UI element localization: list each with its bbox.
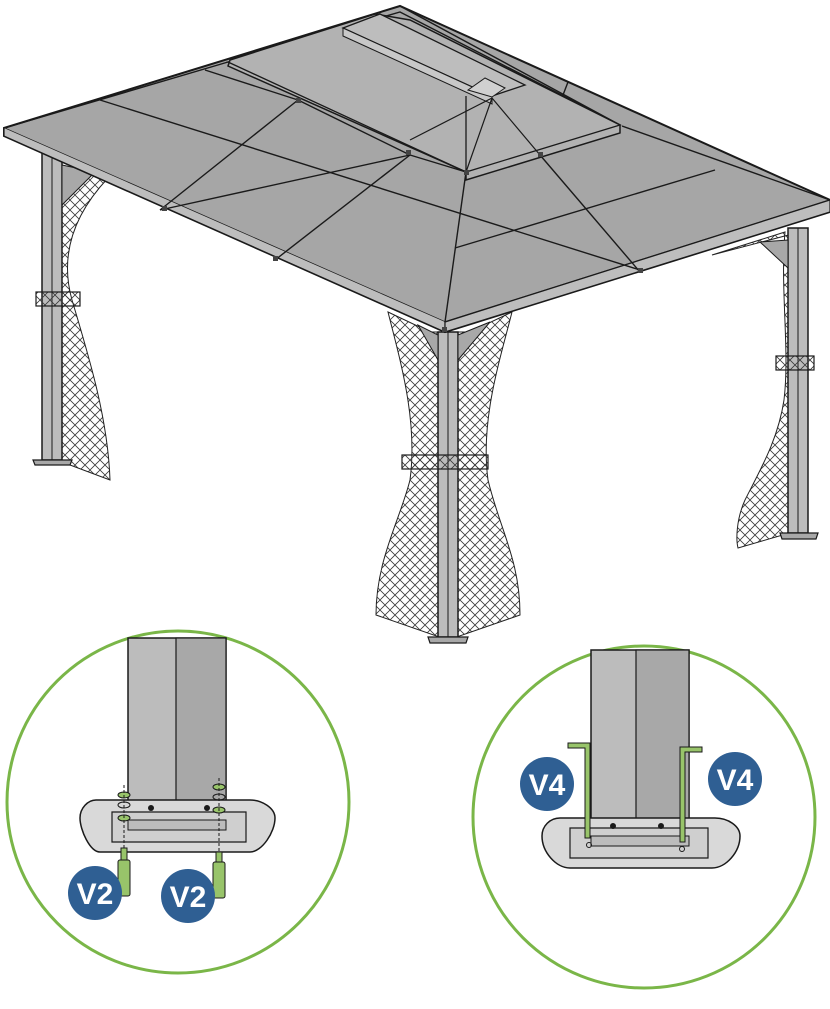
post-front-center (427, 331, 469, 644)
roof-connectors (162, 98, 643, 332)
netting-left (54, 164, 111, 481)
curtain-ties (35, 291, 815, 470)
callout-badge-v4-left: V4 (520, 757, 574, 811)
callout-badge-v2-left: V2 (68, 866, 122, 920)
bracket-right (758, 239, 789, 270)
callout-badge-v2-right: V2 (161, 869, 215, 923)
netting-right (711, 231, 801, 549)
gazebo-roof (3, 4, 830, 334)
bracket-front (416, 321, 491, 362)
callout-label: V2 (170, 881, 207, 914)
detail-right-post (590, 649, 690, 846)
callout-label: V2 (77, 878, 114, 911)
callout-badge-v4-right: V4 (708, 752, 762, 806)
detail-left-anchor-bolts: V2 V2 (5, 629, 351, 975)
roof-vent (227, 13, 621, 182)
allen-key-icon (679, 746, 703, 843)
callout-label: V4 (717, 764, 754, 797)
callout-label: V4 (529, 769, 566, 802)
detail-right-allen-keys: V4 V4 (471, 644, 817, 990)
detail-left-base-plate (79, 799, 276, 853)
gazebo-illustration (3, 4, 830, 644)
allen-key-icon (567, 742, 591, 839)
detail-left-post (127, 637, 227, 831)
detail-right-base-plate (541, 817, 741, 869)
post-right (779, 227, 819, 540)
anchor-bolt-icon (212, 778, 226, 899)
